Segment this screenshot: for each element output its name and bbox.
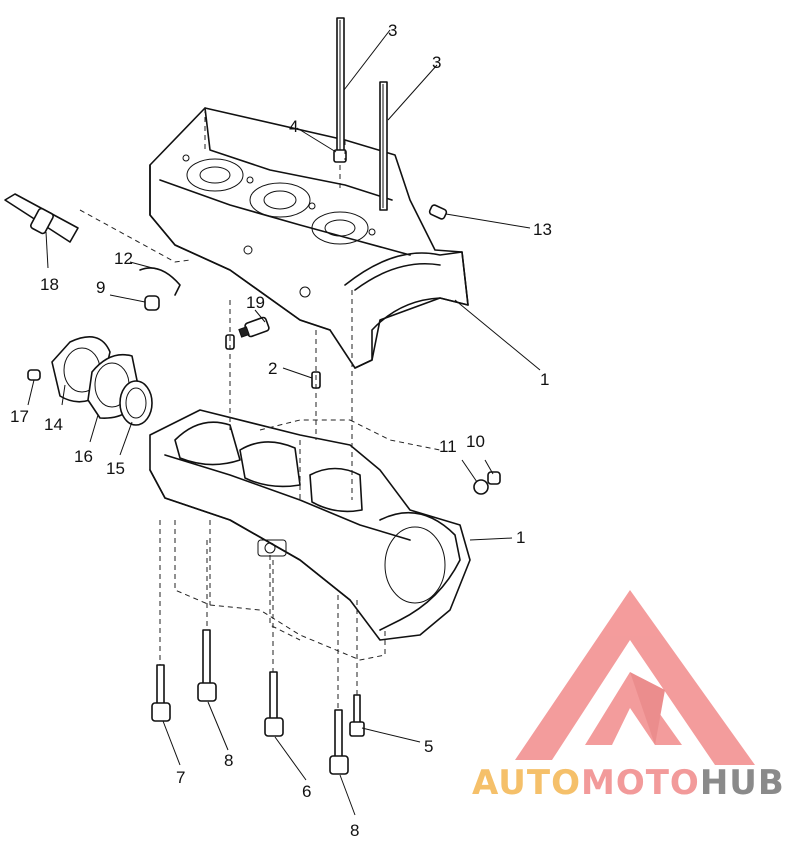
callout-8a: 8 <box>224 751 233 770</box>
callout-2: 2 <box>268 359 277 378</box>
callout-1-upper: 1 <box>540 370 549 389</box>
callout-15: 15 <box>106 459 125 478</box>
bolt-13 <box>428 204 448 220</box>
seal-gasket-group <box>27 336 153 426</box>
automotohub-logo <box>515 590 755 765</box>
callout-10: 10 <box>466 432 485 451</box>
callout-8b: 8 <box>350 821 359 840</box>
leader-lines <box>27 29 541 816</box>
callout-18: 18 <box>40 275 59 294</box>
cylinder-studs <box>333 17 388 211</box>
callout-11: 11 <box>439 437 457 456</box>
lower-bolts <box>151 629 365 775</box>
callout-13: 13 <box>533 220 552 239</box>
sensor-19 <box>238 316 270 338</box>
callout-16: 16 <box>74 447 93 466</box>
callout-19: 19 <box>246 293 265 312</box>
callout-17: 17 <box>10 407 29 426</box>
watermark-text: AUTOMOTOHUB <box>472 763 785 803</box>
plug-9 <box>109 294 160 311</box>
callout-12: 12 <box>114 249 133 268</box>
callout-14: 14 <box>44 415 63 434</box>
callout-1-lower: 1 <box>516 528 525 547</box>
callout-7: 7 <box>176 768 185 787</box>
callout-3a: 3 <box>388 21 397 40</box>
washer-11 <box>473 479 489 495</box>
logo-triangle-mark <box>515 590 755 765</box>
callout-6: 6 <box>302 782 311 801</box>
lower-crankcase <box>149 409 471 661</box>
callout-4: 4 <box>289 117 298 136</box>
callout-labels: 3 3 4 13 18 12 9 19 1 2 17 14 16 15 11 1… <box>10 21 552 840</box>
callout-3b: 3 <box>432 53 441 72</box>
clip-12 <box>139 267 181 296</box>
shaft-18 <box>4 193 79 243</box>
callout-5: 5 <box>424 737 433 756</box>
bolt-10 <box>487 471 501 485</box>
upper-crankcase <box>149 107 469 369</box>
callout-9: 9 <box>96 278 105 297</box>
assembly-lines <box>79 108 358 710</box>
